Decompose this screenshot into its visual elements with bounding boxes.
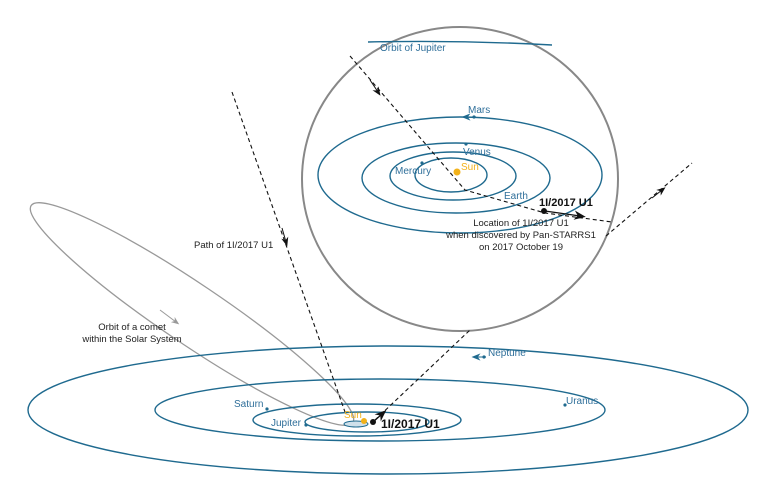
mars-dot (472, 115, 476, 119)
label-object-inset: 1I/2017 U1 (539, 197, 593, 209)
label-venus: Venus (463, 147, 491, 158)
inset-path (349, 55, 613, 223)
jupiter-orbit (304, 411, 430, 433)
label-earth: Earth (504, 191, 528, 202)
label-comet-2: within the Solar System (81, 334, 181, 345)
label-object-main: 1I/2017 U1 (381, 417, 440, 431)
zoom-circle (301, 26, 619, 332)
sun-main (361, 418, 367, 424)
comet-orbit-arrow (159, 309, 180, 325)
uranus-dot (563, 403, 567, 407)
jupiter-dot (304, 423, 308, 427)
mercury-orbit (414, 157, 488, 193)
mars-orbit (317, 116, 603, 234)
path-outgoing-arrow (651, 187, 666, 199)
path-incoming-arrow (281, 227, 289, 247)
uranus-orbit (154, 378, 606, 442)
label-path: Path of 1I/2017 U1 (194, 240, 273, 251)
label-mars: Mars (468, 105, 490, 116)
earth-orbit (361, 142, 551, 214)
discovery-point (541, 208, 547, 214)
saturn-dot (265, 407, 269, 411)
label-mercury: Mercury (395, 166, 431, 177)
discovery-arrow (544, 210, 586, 220)
path-incoming (231, 91, 346, 413)
inset-path-arrow (369, 79, 381, 96)
mercury-dot (420, 161, 424, 165)
comet-orbit (29, 202, 355, 426)
label-location-1: Location of 1I/2017 U1 (473, 218, 569, 229)
neptune-orbit (27, 345, 749, 475)
label-sun-main: Sun (344, 410, 362, 421)
label-sun-inset: Sun (461, 162, 479, 173)
venus-orbit (389, 151, 517, 201)
label-jupiter: Jupiter (271, 418, 302, 429)
label-neptune: Neptune (488, 348, 526, 359)
path-outgoing-upper (605, 162, 693, 237)
sun-inset (453, 168, 461, 176)
venus-dot (464, 142, 468, 146)
path-outgoing (374, 329, 471, 421)
saturn-orbit (252, 403, 462, 437)
label-location-2: when discovered by Pan-STARRS1 (445, 230, 596, 241)
label-comet-1: Orbit of a comet (98, 322, 166, 333)
label-uranus: Uranus (566, 396, 598, 407)
main-object-point (370, 419, 376, 425)
label-orbit-of-jupiter: Orbit of Jupiter (380, 43, 446, 54)
neptune-dot (482, 355, 486, 359)
label-location-3: on 2017 October 19 (479, 242, 563, 253)
label-saturn: Saturn (234, 399, 263, 410)
jupiter-orbit-inset (367, 40, 553, 46)
